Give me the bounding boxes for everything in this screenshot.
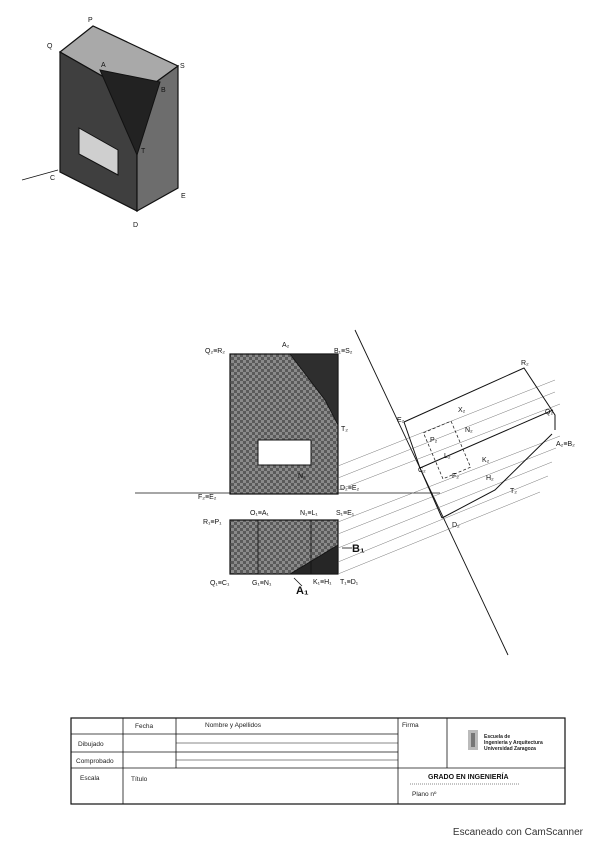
plan-label-b1: B₁	[352, 543, 365, 555]
plan-label-t1d1: T₁≡D₁	[340, 579, 359, 586]
aux-label-o2: X₂	[458, 407, 466, 414]
isometric-view: P Q S A B T C E D	[21, 17, 186, 229]
aux-label-d2: D₂	[452, 522, 460, 529]
iso-label-t: T	[141, 148, 146, 155]
aux-view	[403, 367, 556, 519]
iso-label-s: S	[180, 63, 185, 70]
plan-label-r1p1: R₁≡P₁	[203, 519, 222, 526]
plan-label-g1: G₁≡N₁	[252, 580, 272, 587]
aux-label-t2: T₂	[510, 488, 517, 495]
logo-line2: Ingeniería y Arquitectura	[484, 740, 543, 746]
aux-label-p2: P₂	[430, 437, 438, 444]
tb-plano: Plano nº	[412, 791, 437, 798]
tb-firma: Firma	[402, 722, 419, 729]
tb-nombre: Nombre y Apellidos	[205, 722, 262, 729]
projection-lines	[337, 379, 561, 575]
plan-label-s1: S₁≡E₁	[336, 510, 355, 517]
aux-label-e2: E₂	[397, 417, 405, 424]
elev-label-t2: T₂	[341, 426, 348, 433]
plan-label-q1c1: Q₁≡C₁	[210, 580, 230, 587]
tb-comprobado: Comprobado	[76, 758, 114, 765]
iso-label-e: E	[181, 193, 186, 200]
plan-label-a1: A₁	[296, 585, 309, 597]
orthographic-views: Q₂≡R₂ A₂ B₁≡S₂ T₂ N₂ F₂≡E₂ D₂≡E₂ R₁≡P₁ O…	[135, 329, 575, 656]
iso-label-p: P	[88, 17, 93, 24]
aux-label-r2: R₂	[521, 360, 529, 367]
plan-label-k1: K₁≡H₁	[313, 579, 332, 586]
elev-label-q2r2: Q₂≡R₂	[205, 348, 225, 355]
logo-line3: Universidad Zaragoza	[484, 746, 536, 752]
aux-label-n2: N₂	[465, 427, 473, 434]
aux-label-h2: H₂	[486, 475, 494, 482]
aux-label-k2: K₂	[482, 457, 490, 464]
plan-label-o1: O₁≡A₁	[250, 510, 270, 517]
aux-ground-line	[354, 329, 509, 656]
plan-label-n1: N₁≡L₁	[300, 510, 318, 517]
tb-grado: GRADO EN INGENIERÍA	[428, 772, 509, 781]
university-logo: Escuela de Ingeniería y Arquitectura Uni…	[468, 730, 543, 752]
iso-label-d: D	[133, 222, 138, 229]
elev-label-d2: D₂≡E₂	[340, 485, 360, 492]
elev-label-b2s2: B₁≡S₂	[334, 348, 353, 355]
aux-label-q2: Q₂	[545, 409, 553, 416]
tb-escala: Escala	[80, 775, 100, 782]
elev-label-n2: N₂	[298, 473, 306, 480]
iso-label-c: C	[50, 175, 55, 182]
tb-dibujado: Dibujado	[78, 741, 104, 748]
aux-label-c2: C₂	[418, 467, 426, 474]
aux-label-a2b2: A₂≡B₂	[556, 441, 575, 448]
aux-label-l2: L₂	[444, 453, 451, 460]
tb-fecha: Fecha	[135, 723, 153, 730]
iso-label-b: B	[161, 87, 166, 94]
elevation-window	[257, 439, 312, 466]
title-block	[70, 717, 566, 805]
iso-label-a: A	[101, 62, 106, 69]
iso-window	[78, 127, 119, 176]
iso-label-q: Q	[47, 43, 53, 50]
iso-cut-wedge	[99, 69, 161, 157]
aux-label-f2: F₂	[452, 473, 459, 480]
elev-label-a2: A₂	[282, 342, 290, 349]
scanner-watermark: Escaneado con CamScanner	[452, 827, 583, 838]
elevation-dark-wedge	[289, 353, 339, 426]
elev-label-f2: F₂≡E₂	[198, 494, 217, 501]
logo-line1: Escuela de	[484, 734, 510, 740]
plan-dark-wedge	[288, 544, 339, 575]
tb-titulo: Título	[131, 776, 148, 783]
